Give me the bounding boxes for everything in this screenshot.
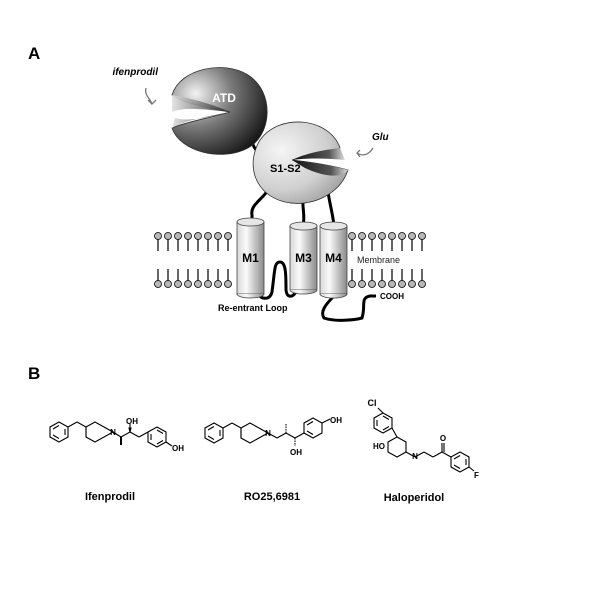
lipid-head [214, 232, 222, 240]
m3-label: M3 [295, 251, 312, 265]
haloperidol-cl-atom: Cl [368, 398, 377, 408]
ifenprodil-n-atom: N [110, 428, 116, 437]
ro256981-structure [204, 417, 331, 446]
panel-b-label: B [28, 364, 41, 383]
m4-helix: M4 [319, 221, 348, 299]
membrane-bilayer [154, 232, 426, 288]
re-entrant-loop-label: Re-entrant Loop [218, 303, 288, 313]
lipid-head [388, 232, 396, 240]
lipid-head [184, 232, 192, 240]
ro256981-oh-1: OH [290, 448, 302, 457]
glu-ligand-label: Glu [372, 132, 389, 143]
lipid-head [154, 232, 162, 240]
lipid-head [358, 232, 366, 240]
c-terminal-tail [321, 294, 376, 322]
lipid-head [184, 280, 192, 288]
m4-label: M4 [325, 251, 342, 265]
lipid-head [204, 280, 212, 288]
haloperidol-structure [373, 407, 475, 473]
m3-helix: M3 [289, 221, 318, 295]
lipid-head [224, 280, 232, 288]
ro256981-n-atom: N [265, 429, 271, 438]
lipid-head [368, 232, 376, 240]
cooh-label: COOH [380, 292, 404, 301]
lipid-head [194, 232, 202, 240]
atd-label: ATD [212, 91, 236, 105]
re-entrant-loop [256, 260, 298, 300]
lipid-head [418, 232, 426, 240]
ro256981-name: RO25,6981 [244, 491, 300, 503]
ifenprodil-ligand-label: ifenprodil [112, 67, 158, 78]
lipid-head [398, 280, 406, 288]
lipid-head [368, 280, 376, 288]
lipid-head [204, 232, 212, 240]
lipid-head [408, 280, 416, 288]
membrane-label: Membrane [357, 255, 400, 265]
lipid-head [348, 232, 356, 240]
lipid-head [154, 280, 162, 288]
ifenprodil-oh-2: OH [172, 444, 184, 453]
s1s2-label: S1-S2 [270, 163, 301, 175]
lipid-head [418, 280, 426, 288]
haloperidol-name: Haloperidol [384, 492, 445, 504]
haloperidol-o-atom: O [440, 434, 446, 443]
s1s2-domain: S1-S2 [252, 121, 349, 204]
haloperidol-f-atom: F [474, 471, 479, 480]
m1-label: M1 [242, 251, 259, 265]
lipid-head [174, 232, 182, 240]
lipid-head [378, 280, 386, 288]
glu-arrow-icon [355, 147, 374, 158]
lipid-head [164, 232, 172, 240]
ifenprodil-name: Ifenprodil [85, 491, 135, 503]
atd-domain: ATD [171, 67, 268, 155]
lipid-head [194, 280, 202, 288]
m1-helix: M1 [236, 217, 265, 299]
haloperidol-n-atom: N [412, 452, 418, 461]
receptor-schematic: ATD ifenprodil S1-S2 Glu M1 [112, 67, 426, 322]
ifenprodil-structure [49, 421, 173, 448]
ro256981-oh-2: OH [330, 416, 342, 425]
lipid-head [224, 232, 232, 240]
lipid-head [348, 280, 356, 288]
lipid-head [408, 232, 416, 240]
haloperidol-ho-group: HO [373, 442, 385, 451]
lipid-head [398, 232, 406, 240]
panel-a-label: A [28, 44, 41, 63]
lipid-head [164, 280, 172, 288]
s1s2-m4-linker [326, 191, 336, 227]
lipid-head [174, 280, 182, 288]
lipid-head [358, 280, 366, 288]
ifenprodil-oh-1: OH [126, 417, 138, 426]
lipid-head [214, 280, 222, 288]
ifenprodil-arrow-icon [144, 87, 157, 106]
lipid-head [388, 280, 396, 288]
lipid-head [378, 232, 386, 240]
